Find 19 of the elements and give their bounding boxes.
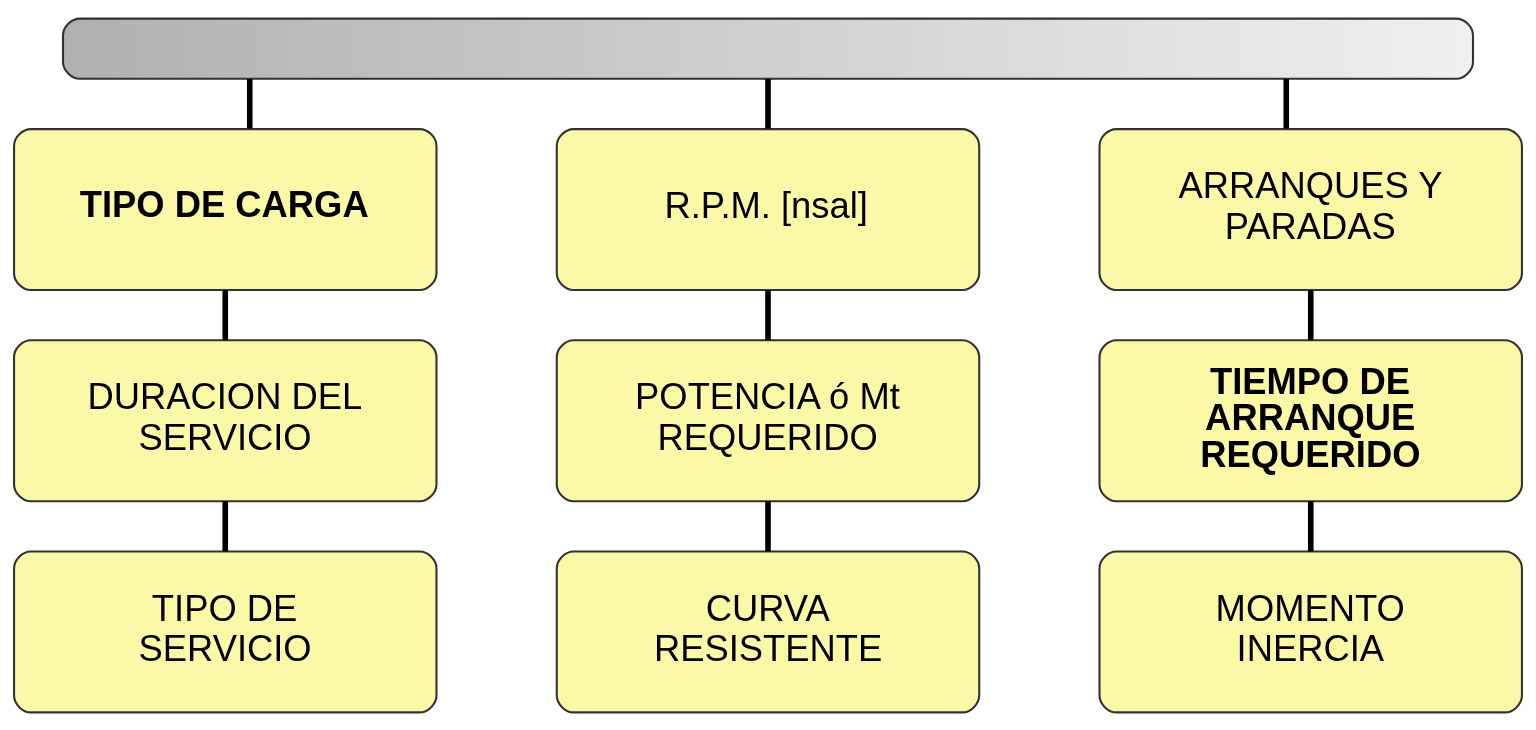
connector bbox=[1307, 289, 1314, 340]
node-box: ARRANQUES Y PARADAS bbox=[1098, 127, 1523, 291]
node-box: TIEMPO DE ARRANQUE REQUERIDO bbox=[1098, 338, 1523, 502]
node-box: TIPO DE SERVICIO bbox=[13, 550, 438, 713]
connector bbox=[765, 289, 771, 340]
connector bbox=[765, 78, 771, 128]
node-box: POTENCIA ó Mt REQUERIDO bbox=[555, 338, 981, 502]
connector bbox=[1283, 78, 1290, 128]
connector bbox=[1307, 500, 1314, 551]
node-box bbox=[61, 17, 1475, 80]
connector bbox=[222, 500, 229, 551]
node-box: R.P.M. [nsal] bbox=[555, 127, 981, 291]
node-box: CURVA RESISTENTE bbox=[555, 550, 981, 713]
node-box: DURACION DEL SERVICIO bbox=[13, 338, 438, 502]
connector bbox=[246, 78, 253, 128]
connector bbox=[222, 289, 229, 340]
connector bbox=[765, 500, 771, 551]
node-box: TIPO DE CARGA bbox=[13, 127, 438, 291]
node-box: MOMENTO INERCIA bbox=[1098, 550, 1523, 713]
